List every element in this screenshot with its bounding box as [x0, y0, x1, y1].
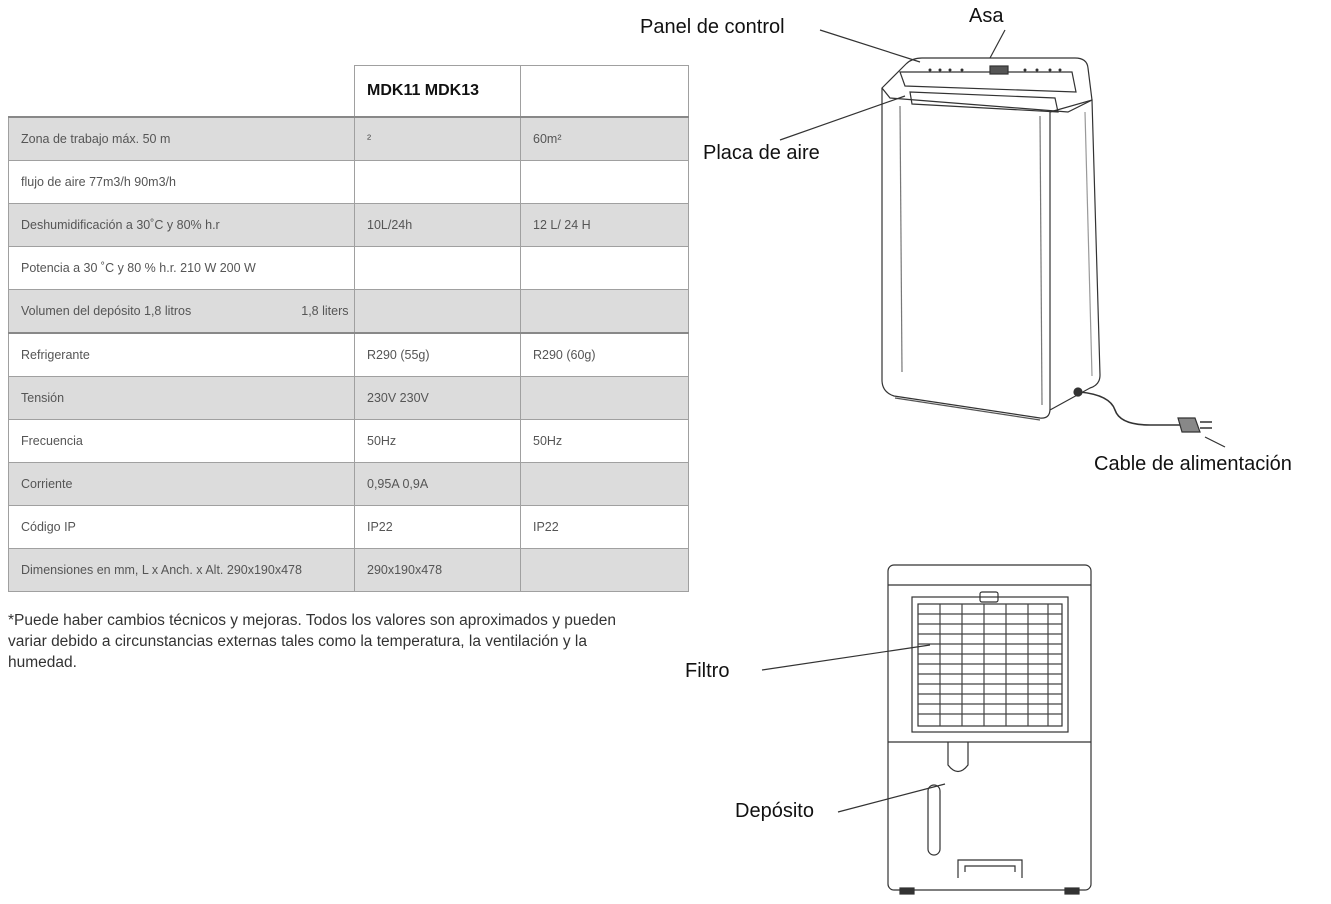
spec-label-cell: Deshumidificación a 30˚C y 80% h.r	[8, 203, 355, 247]
table-row: Potencia a 30 ˚C y 80 % h.r. 210 W 200 W	[8, 246, 689, 290]
spec-value-mdk13	[520, 548, 689, 592]
header-empty-cell	[520, 65, 689, 118]
table-row: Deshumidificación a 30˚C y 80% h.r 10L/24…	[8, 203, 689, 247]
callout-deposito	[837, 783, 946, 813]
spec-label: Tensión	[21, 391, 65, 405]
label-panel-control: Panel de control	[640, 16, 785, 38]
spec-label-cell: Refrigerante	[8, 332, 355, 377]
label-cable: Cable de alimentación	[1094, 453, 1292, 475]
spec-label-cell: Corriente	[8, 462, 355, 506]
spec-label: Frecuencia	[21, 434, 83, 448]
table-row: Dimensiones en mm, L x Anch. x Alt. 290x…	[8, 548, 689, 592]
label-placa-aire: Placa de aire	[703, 142, 820, 164]
table-row: Refrigerante R290 (55g)R290 (60g)	[8, 332, 689, 377]
spec-value-mdk11: 10L/24h	[354, 203, 521, 247]
spec-value-mdk11: R290 (55g)	[354, 332, 521, 377]
spec-value-mdk11	[354, 160, 521, 204]
spec-label: Refrigerante	[21, 348, 90, 362]
table-row: Tensión 230V 230V	[8, 376, 689, 420]
label-deposito: Depósito	[735, 800, 814, 822]
callout-panel-control	[819, 29, 921, 63]
spec-label-extra: 1,8 liters	[301, 304, 349, 318]
spec-value-mdk13: 60m²	[520, 116, 689, 161]
header-blank-cell	[8, 65, 355, 118]
spec-label-cell: Potencia a 30 ˚C y 80 % h.r. 210 W 200 W	[8, 246, 355, 290]
spec-value-mdk13	[520, 246, 689, 290]
spec-value-mdk13	[520, 289, 689, 334]
spec-label-cell: Dimensiones en mm, L x Anch. x Alt. 290x…	[8, 548, 355, 592]
spec-label: Corriente	[21, 477, 73, 491]
spec-label-cell: Tensión	[8, 376, 355, 420]
callout-filtro	[761, 644, 931, 671]
spec-label: Volumen del depósito 1,8 litros	[21, 304, 192, 318]
spec-value-mdk13	[520, 376, 689, 420]
callout-placa-aire	[779, 95, 906, 141]
spec-value-mdk11: ²	[354, 116, 521, 161]
table-header-row: MDK11 MDK13	[8, 65, 689, 118]
spec-label-cell: Frecuencia	[8, 419, 355, 463]
spec-label-cell: Zona de trabajo máx. 50 m	[8, 116, 355, 161]
spec-label: Dimensiones en mm, L x Anch. x Alt. 290x…	[21, 563, 302, 577]
spec-label: Zona de trabajo máx. 50 m	[21, 132, 171, 146]
dehumidifier-perspective-illustration	[881, 57, 1212, 433]
spec-value-mdk11: IP22	[354, 505, 521, 549]
callout-asa	[989, 29, 1006, 59]
label-filtro: Filtro	[685, 660, 730, 682]
spec-label: flujo de aire 77m3/h 90m3/h	[21, 175, 176, 189]
spec-value-mdk13: 12 L/ 24 H	[520, 203, 689, 247]
spec-value-mdk11: 0,95A 0,9A	[354, 462, 521, 506]
spec-value-mdk11: 290x190x478	[354, 548, 521, 592]
spec-label: Deshumidificación a 30˚C y 80% h.r	[21, 218, 220, 232]
spec-value-mdk13: IP22	[520, 505, 689, 549]
footnote: *Puede haber cambios técnicos y mejoras.…	[8, 612, 616, 671]
spec-value-mdk11: 50Hz	[354, 419, 521, 463]
dehumidifier-front-illustration	[887, 564, 1092, 895]
spec-label: Código IP	[21, 520, 76, 534]
header-model-cell: MDK11 MDK13	[354, 65, 521, 118]
callout-cable	[1204, 436, 1226, 448]
spec-value-mdk11: 230V 230V	[354, 376, 521, 420]
label-asa: Asa	[969, 5, 1004, 27]
spec-label: Potencia a 30 ˚C y 80 % h.r. 210 W 200 W	[21, 261, 256, 275]
spec-value-mdk13: R290 (60g)	[520, 332, 689, 377]
spec-value-mdk11	[354, 246, 521, 290]
table-row: flujo de aire 77m3/h 90m3/h	[8, 160, 689, 204]
